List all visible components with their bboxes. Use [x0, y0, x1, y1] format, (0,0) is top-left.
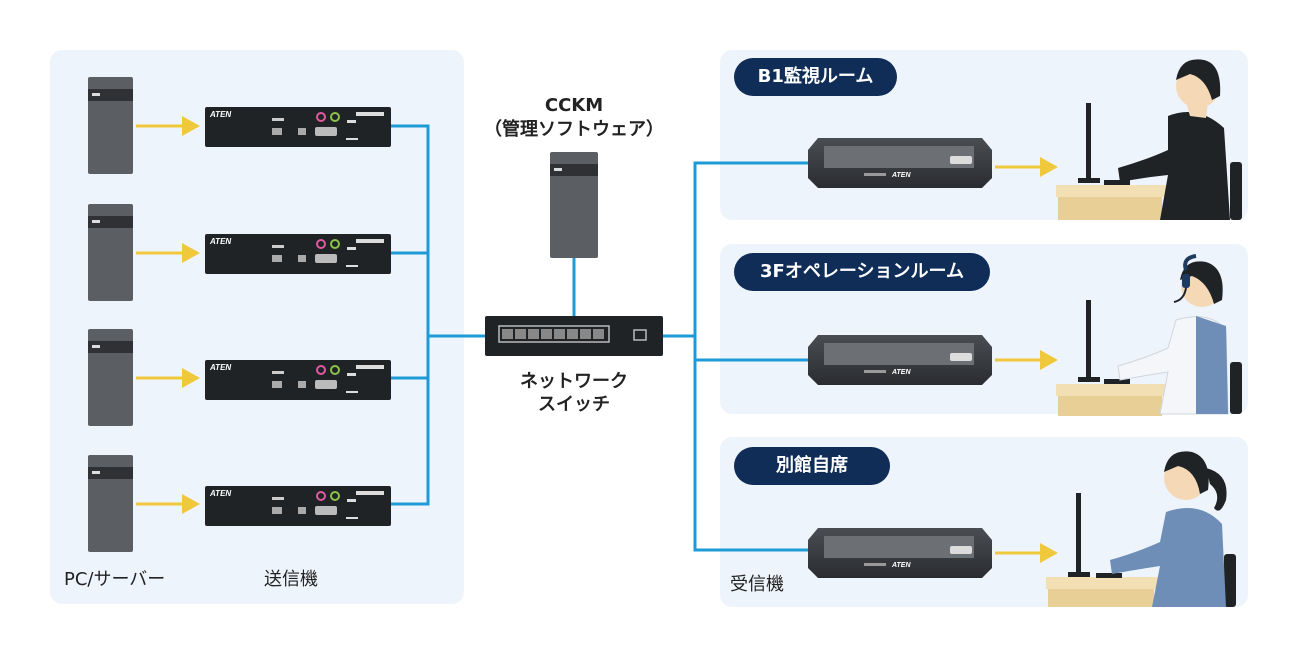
operator-figure [1056, 59, 1242, 220]
pc-tower [88, 455, 133, 552]
operator-figure [1056, 254, 1242, 416]
arrow-receiver-to-user [995, 157, 1058, 563]
receiver-device [808, 335, 992, 385]
transmitter-brand: ATEN [209, 363, 231, 372]
transmitter-device [205, 360, 391, 400]
transmitter-device [205, 107, 391, 147]
cckm-server [550, 152, 598, 258]
pc-tower [88, 204, 133, 301]
operator-figure [1046, 451, 1236, 607]
transmitter-device [205, 486, 391, 526]
receiver-device [808, 138, 992, 188]
switch-title: ネットワーク [520, 371, 628, 392]
network-switch [485, 316, 663, 356]
cckm-subtitle: （管理ソフトウェア） [484, 119, 664, 140]
switch-subtitle: スイッチ [538, 394, 610, 415]
receiver-brand: ATEN [891, 562, 911, 569]
receiver-device [808, 528, 992, 578]
cckm-title: CCKM [544, 95, 604, 116]
transmitter-brand: ATEN [209, 489, 231, 498]
pc-tower [88, 329, 133, 426]
receiver-label: 受信機 [730, 574, 784, 595]
room-badge-b1: B1監視ルーム [734, 58, 897, 96]
transmitter-device [205, 234, 391, 274]
arrow-pc-to-transmitter [136, 116, 200, 514]
receiver-brand: ATEN [891, 369, 911, 376]
pc-tower [88, 77, 133, 174]
transmitter-brand: ATEN [209, 237, 231, 246]
cable-lines [390, 124, 808, 552]
pc-server-label: PC/サーバー [64, 569, 166, 590]
receiver-brand: ATEN [891, 172, 911, 179]
transmitter-label: 送信機 [264, 569, 318, 590]
transmitter-brand: ATEN [209, 110, 231, 119]
room-badge-annex: 別館自席 [734, 447, 890, 485]
room-badge-3f: 3Fオペレーションルーム [734, 253, 990, 291]
